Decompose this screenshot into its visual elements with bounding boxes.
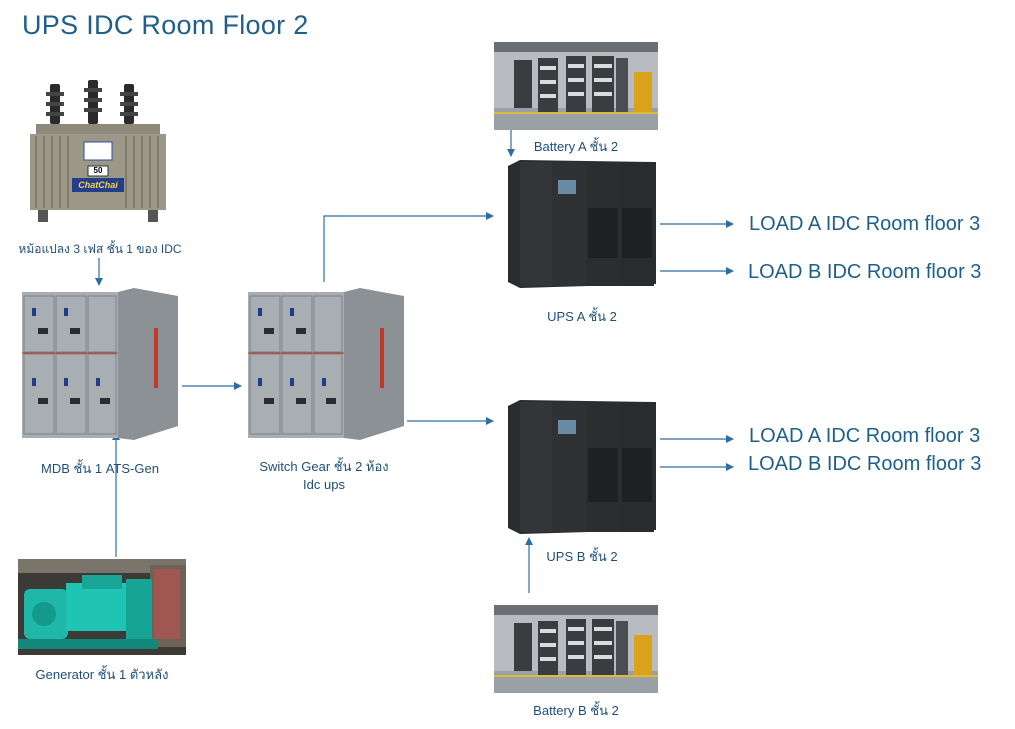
generator-image — [18, 559, 186, 655]
transformer-image: 50 ChatChai — [22, 76, 174, 224]
mdb-label: MDB ชั้น 1 ATS-Gen — [41, 461, 159, 476]
ups-a-load-b-label: LOAD B IDC Room floor 3 — [748, 261, 982, 283]
arrow-switchgear-to-ups-a — [323, 212, 494, 282]
switchgear-label: Switch Gear ชั้น 2 ห้อง Idc ups — [236, 458, 412, 494]
ups-a-image — [508, 160, 656, 288]
battery-b-label: Battery B ชั้น 2 — [533, 703, 619, 718]
mdb-image — [22, 288, 178, 440]
transformer-rating-badge: 50 — [93, 166, 103, 175]
switchgear-image — [248, 288, 404, 440]
battery-b-image — [494, 605, 658, 693]
transformer-label: หม้อแปลง 3 เฟส ชั้น 1 ของ IDC — [18, 242, 182, 256]
ups-b-image — [508, 400, 656, 534]
transformer-brand-plate: ChatChai — [78, 180, 118, 190]
ups-b-load-a-label: LOAD A IDC Room floor 3 — [749, 425, 981, 447]
battery-a-label: Battery A ชั้น 2 — [533, 139, 619, 154]
ups-a-load-a-label: LOAD A IDC Room floor 3 — [749, 213, 981, 235]
battery-a-image — [494, 42, 658, 130]
diagram-title: UPS IDC Room Floor 2 — [22, 10, 309, 40]
switchgear-label-line1: Switch Gear ชั้น 2 ห้อง — [259, 459, 389, 474]
ups-a-label: UPS A ชั้น 2 — [547, 309, 617, 324]
ups-b-load-b-label: LOAD B IDC Room floor 3 — [748, 453, 982, 475]
generator-label: Generator ชั้น 1 ตัวหลัง — [35, 667, 169, 682]
ups-b-label: UPS B ชั้น 2 — [546, 549, 618, 564]
switchgear-label-line2: Idc ups — [303, 477, 345, 492]
